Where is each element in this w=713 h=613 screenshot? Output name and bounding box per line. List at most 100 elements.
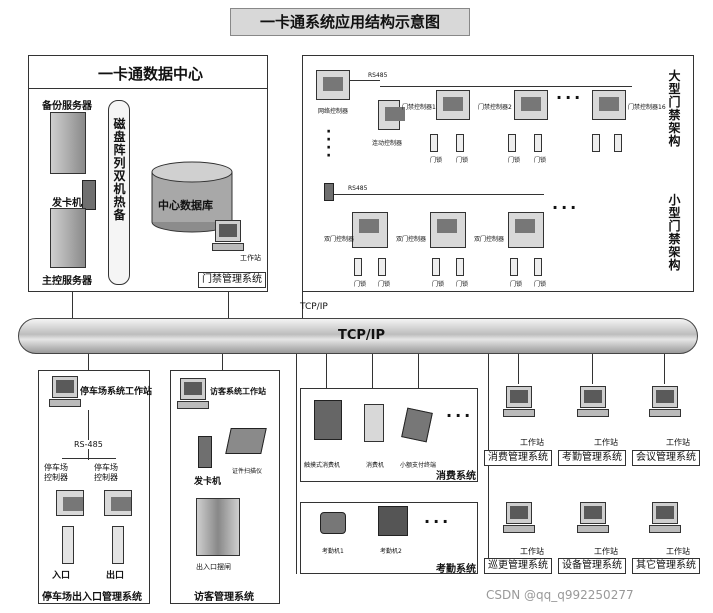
patrol-ws-label: 工作站 xyxy=(520,547,544,556)
visitor-workstation-label: 访客系统工作站 xyxy=(210,387,266,396)
access-mgmt-tag: 门禁管理系统 xyxy=(198,272,266,288)
card-issuer-label: 发卡机 xyxy=(52,198,82,209)
device-mgmt-tag: 设备管理系统 xyxy=(558,558,626,574)
dual-controller-2-label: 双门控制器 xyxy=(396,236,427,243)
large-controller-1-label: 门禁控制器1 xyxy=(402,104,436,111)
visitor-title: 访客管理系统 xyxy=(194,592,254,603)
dual-controller-3-label: 双门控制器 xyxy=(474,236,505,243)
door-icon xyxy=(354,258,362,276)
door-icon xyxy=(432,258,440,276)
linked-controller-icon xyxy=(378,100,405,130)
door-icon xyxy=(508,134,516,152)
attendance-ws-base xyxy=(577,409,609,417)
tcpip-bus xyxy=(18,318,698,354)
door-icon xyxy=(510,258,518,276)
dc-workstation-icon xyxy=(215,220,241,242)
meeting-ws-base xyxy=(649,409,681,417)
small-bus-wire xyxy=(334,194,544,195)
access-control-box xyxy=(302,55,694,292)
large-controller-2-icon xyxy=(514,90,548,120)
other-ws-base xyxy=(649,525,681,533)
dc-to-bus-wire-1 xyxy=(72,292,73,318)
door-label: 门锁 xyxy=(456,281,469,288)
dc-to-bus-wire-2 xyxy=(228,292,229,318)
parking-split-wire xyxy=(62,458,116,459)
bus-drop xyxy=(418,354,419,388)
device-ws-label: 工作站 xyxy=(594,547,618,556)
vertical-ellipsis: ···· xyxy=(326,124,332,164)
rs485-top-wire xyxy=(350,80,380,81)
attendance-device-2-icon xyxy=(378,506,408,536)
bus-drop xyxy=(518,354,519,384)
backup-server-icon xyxy=(50,112,86,174)
parking-workstation-base xyxy=(49,399,81,407)
door-icon xyxy=(614,134,622,152)
door-icon xyxy=(534,134,542,152)
main-server-icon xyxy=(50,208,86,268)
parking-controller-2-icon xyxy=(104,490,132,516)
visitor-box xyxy=(170,370,280,604)
patrol-ws-icon xyxy=(506,502,532,524)
central-database-label: 中心数据库 xyxy=(158,199,213,212)
tcpip-bus-label: TCP/IP xyxy=(338,328,386,343)
meeting-mgmt-tag: 会议管理系统 xyxy=(632,450,700,466)
meeting-ws-icon xyxy=(652,386,678,408)
attendance-ws-label: 工作站 xyxy=(594,438,618,447)
rs485-top-label: RS485 xyxy=(368,72,388,79)
rs485-converter-icon xyxy=(324,183,334,201)
touch-pos-icon xyxy=(314,400,342,440)
other-ws-icon xyxy=(652,502,678,524)
door-label: 门锁 xyxy=(534,157,547,164)
door-label: 门锁 xyxy=(510,281,523,288)
network-controller-icon xyxy=(316,70,350,100)
dual-controller-3-icon xyxy=(508,212,544,248)
dc-workstation-base xyxy=(212,243,244,251)
id-reader-label: 证件扫描仪 xyxy=(232,468,263,475)
large-bus-wire xyxy=(380,86,632,87)
backup-server-label: 备份服务器 xyxy=(42,101,92,112)
parking-controller-1-icon xyxy=(56,490,84,516)
visitor-workstation-icon xyxy=(180,378,206,400)
micro-payment-label: 小额支付终端 xyxy=(400,462,437,469)
consumption-title: 消费系统 xyxy=(436,471,476,482)
attendance-title: 考勤系统 xyxy=(436,564,476,575)
consumption-ws-label: 工作站 xyxy=(520,438,544,447)
attendance-mgmt-tag: 考勤管理系统 xyxy=(558,450,626,466)
tcpip-side-label: TCP/IP xyxy=(300,302,328,312)
data-center-heading: 一卡通数据中心 xyxy=(98,65,204,83)
disk-array-label: 磁盘阵列双机热备 xyxy=(113,117,126,222)
dual-controller-1-icon xyxy=(352,212,388,248)
door-icon xyxy=(534,258,542,276)
id-reader-icon xyxy=(225,428,267,454)
large-controller-2-label: 门禁控制器2 xyxy=(478,104,512,111)
ellipsis-small: ··· xyxy=(552,198,580,217)
attendance-device-1-icon xyxy=(320,512,346,534)
watermark: CSDN @qq_q992250277 xyxy=(486,588,634,602)
door-label: 门锁 xyxy=(378,281,391,288)
main-server-label: 主控服务器 xyxy=(42,276,92,287)
parking-controller-1-label: 停车场控制器 xyxy=(44,463,68,482)
door-label: 门锁 xyxy=(354,281,367,288)
large-controller-1-icon xyxy=(436,90,470,120)
bus-drop xyxy=(88,354,89,370)
rs485-mid-label: RS485 xyxy=(348,185,368,192)
other-mgmt-tag: 其它管理系统 xyxy=(632,558,700,574)
entrance-barrier-icon xyxy=(62,526,74,564)
turnstile-gate-label: 出入口摆闸 xyxy=(196,563,231,571)
data-center-heading-box xyxy=(28,55,268,89)
consumption-mgmt-tag: 消费管理系统 xyxy=(484,450,552,466)
visitor-card-issuer-label: 发卡机 xyxy=(194,477,222,487)
large-architecture-label: 大型门禁架构 xyxy=(668,69,681,148)
parking-workstation-icon xyxy=(52,376,78,398)
patrol-ws-base xyxy=(503,525,535,533)
access-to-bus-wire xyxy=(302,292,303,318)
parking-controller-2-label: 停车场控制器 xyxy=(94,463,118,482)
parking-workstation-label: 停车场系统工作站 xyxy=(80,387,153,397)
meeting-ws-label: 工作站 xyxy=(666,438,690,447)
door-label: 门锁 xyxy=(432,281,445,288)
dc-workstation-label: 工作站 xyxy=(240,254,261,262)
consumption-ws-icon xyxy=(506,386,532,408)
door-icon xyxy=(592,134,600,152)
door-label: 门锁 xyxy=(430,157,443,164)
bus-drop xyxy=(372,354,373,388)
